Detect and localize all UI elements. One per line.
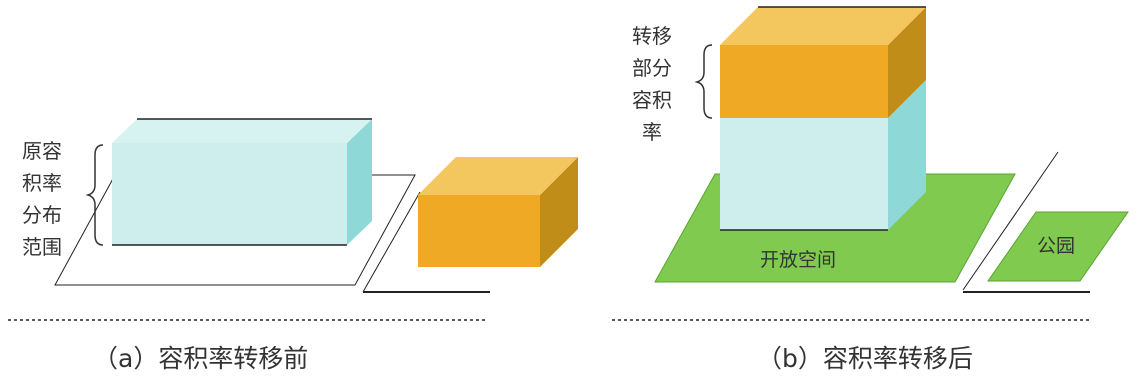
panel-b-transferred-block xyxy=(720,6,926,118)
orange-block-top xyxy=(720,7,926,45)
panel-a-side-label-line: 原容 xyxy=(22,139,62,163)
panel-a: 原容 积率 分布 范围 （a）容积率转移前 xyxy=(8,118,578,373)
panel-b: 开放空间 公园 转移 部分 容积 率 （b）容积率转移后 xyxy=(612,6,1129,373)
panel-a-caption: （a）容积率转移前 xyxy=(93,344,308,373)
panel-b-caption: （b）容积率转移后 xyxy=(757,344,973,373)
panel-a-side-label: 原容 积率 分布 范围 xyxy=(22,139,62,259)
park-label: 公园 xyxy=(1037,235,1075,257)
panel-b-brace xyxy=(694,44,713,119)
panel-b-side-label-line: 容积 xyxy=(632,88,672,112)
cyan-block-top xyxy=(112,119,372,143)
park-plot xyxy=(987,211,1129,282)
cyan-block-side xyxy=(347,119,372,245)
panel-b-side-label: 转移 部分 容积 率 xyxy=(632,24,672,144)
panel-a-side-label-line: 范围 xyxy=(22,235,62,259)
panel-a-brace xyxy=(85,144,104,246)
panel-a-orange-block xyxy=(418,157,578,267)
orange-block-front xyxy=(418,195,540,267)
panel-b-cyan-block xyxy=(720,80,926,231)
panel-a-side-label-line: 积率 xyxy=(22,171,62,195)
panel-a-side-label-line: 分布 xyxy=(22,203,62,227)
panel-b-side-label-line: 率 xyxy=(642,120,662,144)
panel-b-side-label-line: 转移 xyxy=(632,24,672,48)
panel-a-second-plot xyxy=(362,191,421,293)
cyan-block-front xyxy=(112,143,347,245)
panel-b-second-plot-edge xyxy=(962,151,1059,291)
panel-a-original-far-block xyxy=(112,118,372,246)
orange-block-side xyxy=(540,157,578,267)
orange-block-side xyxy=(888,7,926,118)
orange-block-front xyxy=(720,45,888,118)
cyan-block-front xyxy=(720,118,888,230)
panel-b-side-label-line: 部分 xyxy=(632,56,672,80)
orange-block-top xyxy=(418,157,578,195)
open-space-label: 开放空间 xyxy=(760,249,836,271)
cyan-block-side xyxy=(888,80,926,230)
